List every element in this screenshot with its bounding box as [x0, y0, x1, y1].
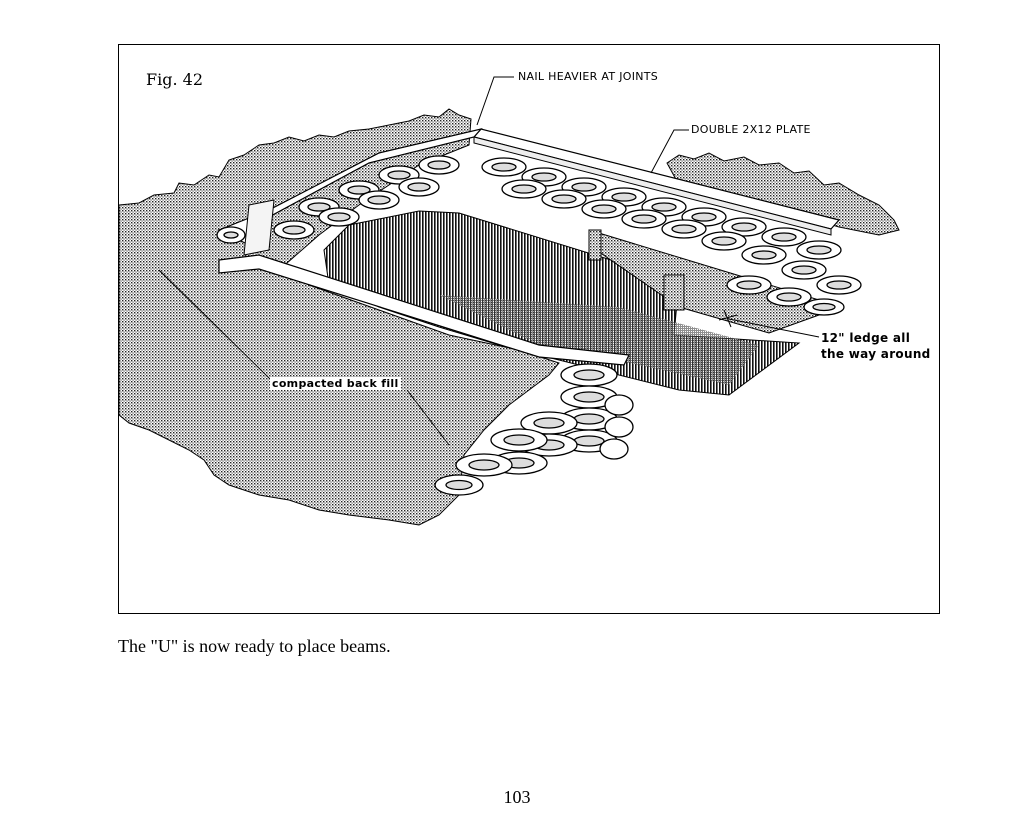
callout-double-plate: DOUBLE 2X12 PLATE: [691, 123, 811, 136]
leader-plate: [650, 129, 689, 174]
tires-left: [216, 155, 460, 244]
ledge-tick: [718, 309, 738, 328]
plate-back-face: [473, 136, 832, 236]
leader-nail: [476, 76, 514, 126]
ledge-block-2: [588, 229, 602, 261]
plate-front: [218, 254, 630, 366]
figure-frame: Fig. 42 NAIL HEAVIER AT JOINTS DOUBLE 2X…: [118, 44, 940, 614]
pit-floor-dark: [439, 295, 759, 385]
callout-nail-joints: NAIL HEAVIER AT JOINTS: [518, 70, 659, 83]
callout-ledge-line2: the way around: [821, 347, 931, 361]
ledge-block: [663, 274, 685, 311]
figure-label: Fig. 42: [146, 70, 203, 89]
tire-wall-illustration: [119, 76, 900, 526]
callout-backfill: compacted back fill: [270, 377, 401, 390]
backfill-left: [119, 108, 560, 526]
callout-ledge-line1: 12" ledge all: [821, 331, 911, 345]
callout-ledge: 12" ledge all the way around: [821, 330, 931, 362]
tires-front-stack: [434, 363, 634, 496]
figure-caption: The "U" is now ready to place beams.: [118, 636, 391, 656]
page-number: 103: [503, 787, 531, 807]
leader-ledge: [728, 318, 820, 338]
tires-back: [481, 157, 862, 316]
plate-corner: [243, 199, 275, 256]
leader-backfill-1: [158, 269, 272, 381]
leader-backfill-2: [406, 389, 450, 446]
